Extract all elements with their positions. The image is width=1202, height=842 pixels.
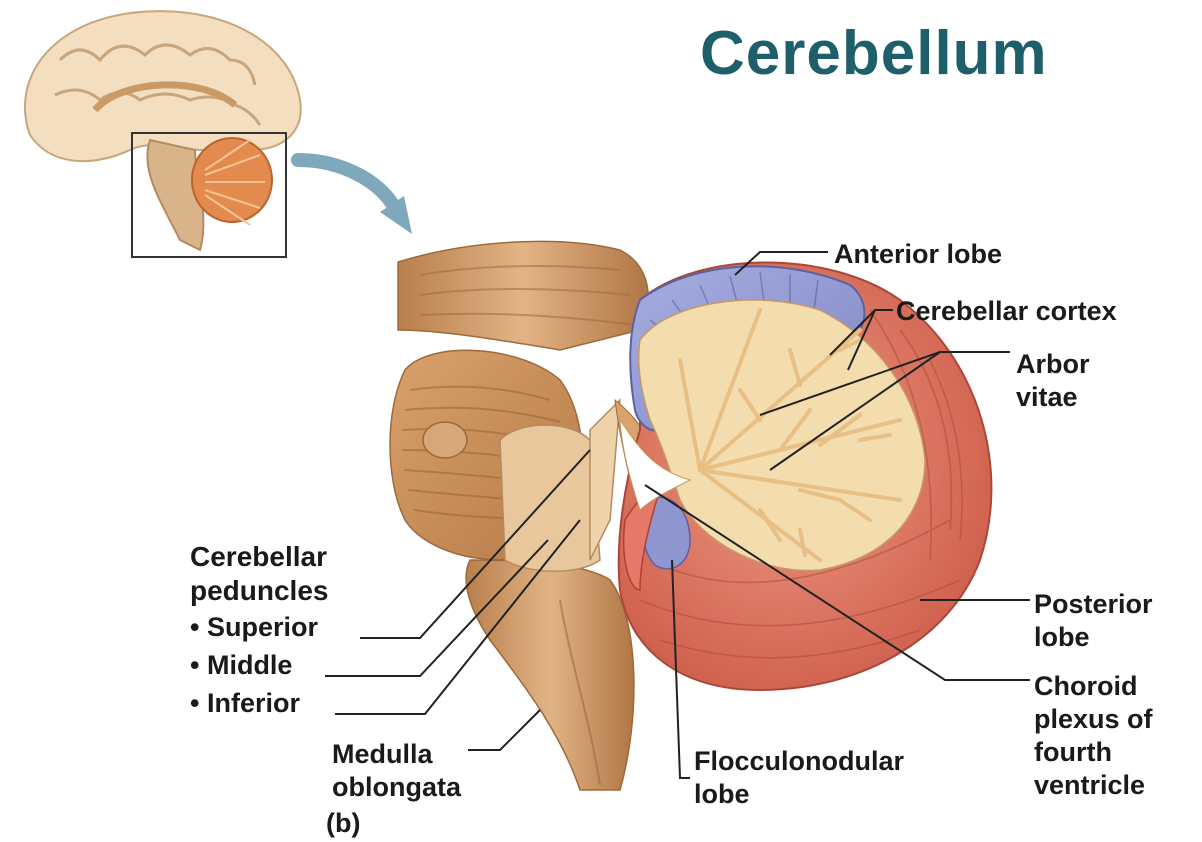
label-medulla-line2: oblongata (332, 771, 461, 804)
label-choroid-line3: fourth (1034, 736, 1153, 769)
label-choroid-line2: plexus of (1034, 703, 1153, 736)
peduncle-superior: • Superior (190, 608, 328, 646)
label-flocculonodular-lobe: Flocculonodular lobe (694, 745, 904, 811)
peduncle-inferior: • Inferior (190, 684, 328, 722)
label-choroid-line4: ventricle (1034, 769, 1153, 802)
label-medulla-line1: Medulla (332, 738, 461, 771)
label-choroid-line1: Choroid (1034, 670, 1153, 703)
peduncle-cut (500, 425, 600, 571)
peduncles-heading-line1: Cerebellar (190, 540, 328, 574)
label-posterior-lobe: Posterior lobe (1034, 588, 1153, 654)
midbrain (398, 241, 648, 350)
medulla (466, 560, 634, 790)
label-posterior-lobe-line2: lobe (1034, 621, 1153, 654)
label-anterior-lobe: Anterior lobe (834, 238, 1002, 271)
label-flocculonodular-line1: Flocculonodular (694, 745, 904, 778)
inset-brain (25, 11, 301, 257)
label-arbor-vitae-line1: Arbor (1016, 348, 1090, 381)
label-arbor-vitae: Arbor vitae (1016, 348, 1090, 414)
peduncles-group: Cerebellar peduncles • Superior • Middle… (190, 540, 328, 722)
label-cerebellar-cortex: Cerebellar cortex (896, 295, 1117, 328)
pointer-arrow (298, 160, 396, 210)
inset-cerebellum (192, 138, 272, 222)
leader-medulla (468, 710, 540, 750)
label-medulla-oblongata: Medulla oblongata (332, 738, 461, 804)
label-arbor-vitae-line2: vitae (1016, 381, 1090, 414)
label-flocculonodular-line2: lobe (694, 778, 904, 811)
label-choroid-plexus: Choroid plexus of fourth ventricle (1034, 670, 1153, 802)
label-posterior-lobe-line1: Posterior (1034, 588, 1153, 621)
peduncles-heading-line2: peduncles (190, 574, 328, 608)
peduncle-middle: • Middle (190, 646, 328, 684)
panel-letter: (b) (326, 808, 360, 838)
